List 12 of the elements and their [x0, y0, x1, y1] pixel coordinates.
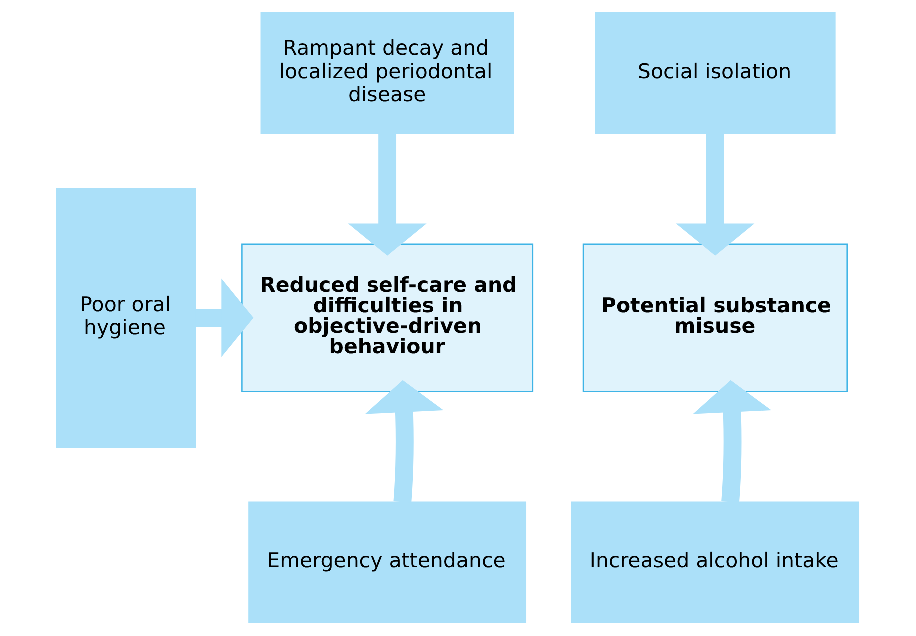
- arrow: [196, 278, 254, 358]
- node-box: Social isolation: [595, 12, 836, 134]
- arrow: [348, 134, 427, 256]
- node-box: Rampant decay and localized periodontal disease: [260, 12, 514, 134]
- node-box: Reduced self-care and difficulties in objective-driven behaviour: [242, 244, 534, 392]
- arrow: [693, 380, 772, 503]
- node-box: Emergency attendance: [248, 502, 527, 624]
- node-box: Poor oral hygiene: [56, 188, 196, 448]
- arrow: [365, 380, 444, 503]
- arrow: [676, 134, 755, 256]
- node-box: Potential substance misuse: [582, 244, 848, 392]
- node-box: Increased alcohol intake: [571, 502, 860, 624]
